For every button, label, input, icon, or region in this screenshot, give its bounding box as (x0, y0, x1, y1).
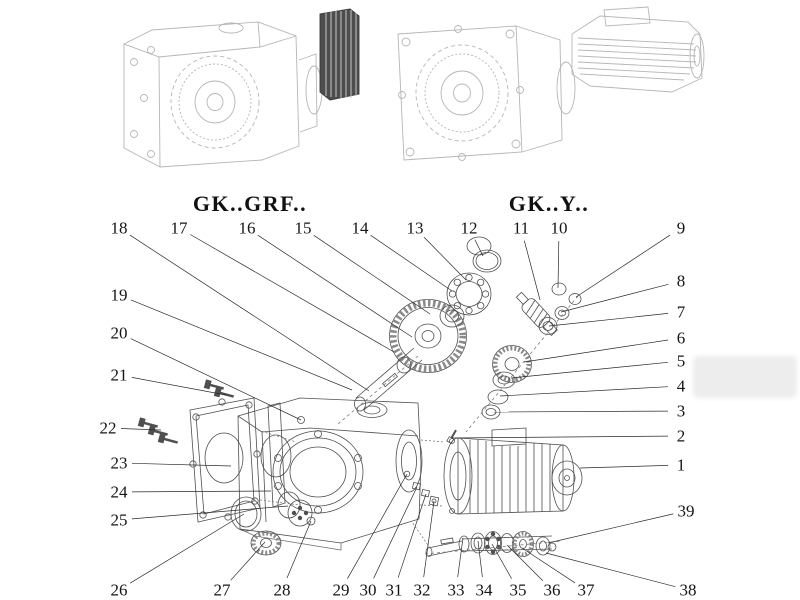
callout-7: 7 (676, 302, 686, 322)
leader-line-2 (451, 435, 669, 439)
leader-line-32 (423, 500, 435, 578)
housing-part (237, 397, 423, 551)
leader-line-18 (129, 234, 370, 392)
input-pinion-assembly (465, 282, 582, 433)
output-seal-bearing-parts (230, 491, 313, 556)
callout-38: 38 (679, 580, 697, 600)
leader-line-5 (510, 361, 669, 379)
leader-line-27 (230, 541, 266, 581)
leader-line-10 (557, 240, 560, 289)
callout-17: 17 (170, 218, 188, 238)
leader-line-14 (370, 235, 453, 292)
leader-line-1 (579, 465, 669, 469)
callout-19: 19 (110, 285, 128, 305)
callout-29: 29 (332, 580, 350, 600)
leader-line-21 (131, 377, 227, 396)
leader-line-12 (474, 239, 484, 257)
leader-line-34 (477, 540, 483, 578)
motor-mount-fasteners (403, 439, 445, 507)
callout-14: 14 (351, 218, 369, 238)
callout-24: 24 (110, 482, 128, 502)
flange-plate-part (189, 397, 261, 523)
callout-8: 8 (676, 271, 686, 291)
callout-33: 33 (447, 580, 465, 600)
leader-line-29 (347, 473, 408, 579)
motor-part (443, 427, 583, 515)
callout-32: 32 (413, 580, 431, 600)
callout-2: 2 (676, 426, 686, 446)
leader-line-8 (560, 283, 669, 313)
callout-18: 18 (110, 218, 128, 238)
leader-line-16 (257, 234, 413, 338)
callout-10: 10 (550, 218, 568, 238)
leader-line-26 (129, 513, 245, 584)
callout-6: 6 (676, 328, 686, 348)
callout-21: 21 (110, 365, 128, 385)
callout-4: 4 (676, 376, 686, 396)
variant-title-y: GK..Y.. (508, 191, 590, 216)
callout-34: 34 (475, 580, 493, 600)
watermark-blob (693, 356, 797, 398)
callout-22: 22 (99, 418, 117, 438)
output-shaft-kit (411, 521, 563, 557)
assembled-y-drawing (397, 6, 705, 161)
motor-assembled-drawing (571, 6, 705, 93)
leader-line-23 (131, 462, 232, 467)
callout-11: 11 (512, 218, 530, 238)
leader-line-28 (286, 520, 312, 579)
callout-9: 9 (676, 218, 686, 238)
leader-line-37 (521, 547, 576, 584)
leader-line-24 (131, 490, 272, 493)
callout-35: 35 (509, 580, 527, 600)
leader-line-39 (547, 513, 674, 544)
callout-31: 31 (385, 580, 403, 600)
leader-line-38 (545, 552, 676, 588)
callout-16: 16 (238, 218, 256, 238)
callout-37: 37 (577, 580, 595, 600)
callout-36: 36 (543, 580, 561, 600)
leader-line-33 (457, 537, 464, 578)
leader-line-30 (373, 486, 418, 579)
callout-27: 27 (213, 580, 231, 600)
callout-20: 20 (110, 323, 128, 343)
callout-30: 30 (359, 580, 377, 600)
input-adapter-drawing (319, 8, 360, 101)
callout-25: 25 (110, 510, 128, 530)
leader-line-19 (130, 299, 353, 391)
leader-line-17 (190, 234, 395, 353)
callout-3: 3 (676, 401, 686, 421)
leader-line-31 (397, 493, 427, 578)
assembly-projection-lines (257, 429, 301, 506)
leader-line-15 (313, 235, 431, 315)
callout-leader-lines (120, 234, 676, 588)
leader-line-22 (120, 428, 162, 431)
callout-39: 39 (677, 501, 695, 521)
leader-line-7 (548, 313, 669, 327)
callout-1: 1 (676, 455, 686, 475)
leader-line-25 (131, 505, 289, 520)
leader-line-13 (423, 237, 467, 281)
callout-28: 28 (273, 580, 291, 600)
leader-line-36 (506, 544, 544, 582)
variant-title-grf: GK..GRF.. (192, 191, 308, 216)
output-gear-assembly (337, 236, 502, 425)
assembled-grf-drawing (123, 8, 360, 168)
callout-26: 26 (110, 580, 128, 600)
callout-13: 13 (406, 218, 424, 238)
callout-15: 15 (294, 218, 312, 238)
leader-line-11 (523, 240, 541, 301)
callout-5: 5 (676, 351, 686, 371)
cover-screws (137, 379, 234, 444)
callout-12: 12 (460, 218, 478, 238)
leader-line-3 (493, 410, 669, 413)
leader-line-35 (491, 543, 512, 579)
leader-line-9 (575, 234, 671, 298)
callout-23: 23 (110, 453, 128, 473)
leader-line-20 (130, 338, 302, 421)
leader-line-6 (523, 339, 669, 363)
leader-line-4 (499, 386, 669, 397)
